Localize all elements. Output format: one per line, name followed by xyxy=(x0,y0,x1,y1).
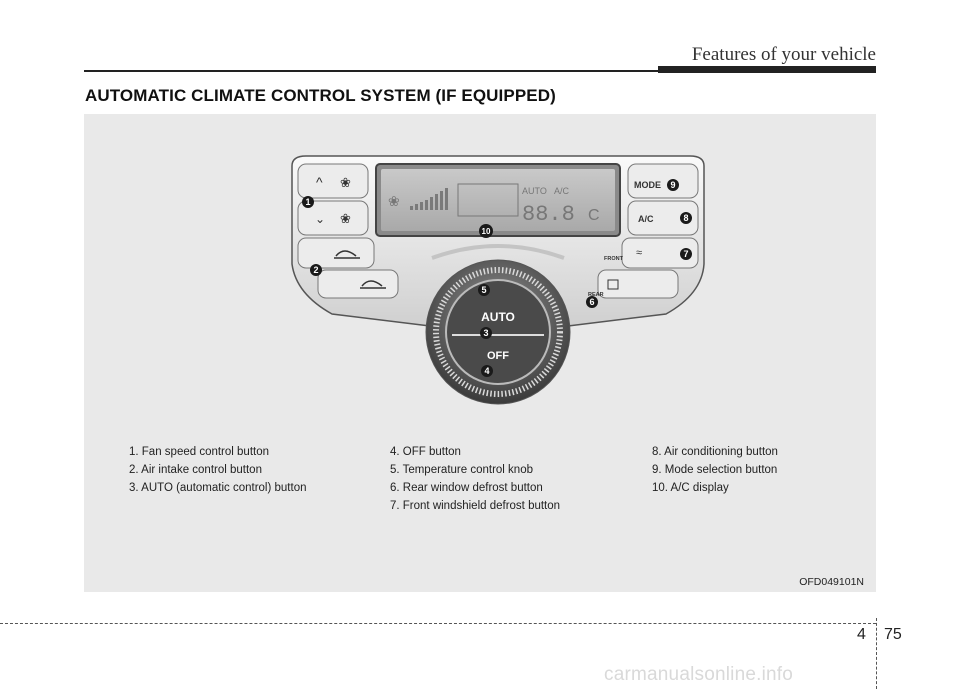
svg-text:2: 2 xyxy=(313,265,318,275)
legend-item: 1. Fan speed control button xyxy=(129,446,270,458)
display-airflow-box xyxy=(457,183,519,217)
fan-up-icon: ^ xyxy=(316,174,323,190)
svg-text:4: 4 xyxy=(484,366,489,376)
svg-text:8: 8 xyxy=(683,213,688,223)
off-label: OFF xyxy=(487,350,509,362)
front-label: FRONT xyxy=(604,256,624,262)
recirculate-button xyxy=(297,237,375,269)
fan-down-fan-icon: ❀ xyxy=(340,211,351,226)
legend-item: 6. Rear window defrost button xyxy=(390,482,543,494)
ac-label: A/C xyxy=(638,214,654,224)
legend-item: 4. OFF button xyxy=(390,446,461,458)
legend-item: 5. Temperature control knob xyxy=(390,464,533,476)
legend-column-2: 4. OFF button 5. Temperature control kno… xyxy=(390,443,560,515)
svg-text:1: 1 xyxy=(305,197,310,207)
legend-item: 9. Mode selection button xyxy=(652,464,778,476)
footer-divider xyxy=(876,618,877,689)
callout-6 xyxy=(586,296,598,308)
fan-down-icon: ⌄ xyxy=(315,212,325,226)
rear-defrost-button xyxy=(597,269,679,299)
chapter-number: 4 xyxy=(857,626,866,643)
svg-text:10: 10 xyxy=(482,227,491,236)
ac-button xyxy=(627,200,699,236)
callout-2 xyxy=(310,264,322,276)
callout-8 xyxy=(680,212,692,224)
callout-5 xyxy=(478,284,490,296)
legend-item: 3. AUTO (automatic control) button xyxy=(129,482,307,494)
legend-column-1: 1. Fan speed control button 2. Air intak… xyxy=(129,443,306,497)
fresh-air-icon xyxy=(360,280,386,289)
display-ac: A/C xyxy=(554,186,570,196)
display-unit: C xyxy=(588,207,600,224)
auto-off-button xyxy=(445,279,551,385)
watermark: carmanualsonline.info xyxy=(604,664,794,685)
callout-4 xyxy=(481,365,493,377)
callout-3 xyxy=(480,327,492,339)
display-temp: 88.8 xyxy=(522,202,575,227)
callout-10 xyxy=(479,224,493,238)
section-header: Features of your vehicle xyxy=(691,44,876,65)
callout-1 xyxy=(302,196,314,208)
front-defrost-button xyxy=(621,237,699,269)
fan-bar-graph xyxy=(410,188,448,210)
legend-item: 2. Air intake control button xyxy=(129,464,262,476)
fresh-air-button xyxy=(317,269,399,299)
svg-text:6: 6 xyxy=(589,297,594,307)
figure: ^ ❀ ⌄ ❀ MODE A/C FRONT REAR ≈ ❀ AUTO A/C… xyxy=(84,114,876,592)
svg-text:7: 7 xyxy=(683,249,688,259)
fan-up-fan-icon: ❀ xyxy=(340,175,351,190)
page-number: 75 xyxy=(884,626,902,643)
auto-label: AUTO xyxy=(481,310,515,324)
legend-item: 7. Front windshield defrost button xyxy=(390,500,561,512)
header-tab xyxy=(658,66,876,73)
front-defrost-icon: ≈ xyxy=(636,247,642,259)
fan-down-button xyxy=(297,200,369,236)
callouts: 1 2 3 4 5 6 7 8 9 10 xyxy=(302,179,692,377)
footer-rule xyxy=(0,623,876,624)
mode-label: MODE xyxy=(634,180,661,190)
svg-text:3: 3 xyxy=(483,328,488,338)
mode-button xyxy=(627,163,699,199)
fan-up-button xyxy=(297,163,369,199)
callout-9 xyxy=(667,179,679,191)
svg-text:9: 9 xyxy=(670,180,675,190)
page-title: AUTOMATIC CLIMATE CONTROL SYSTEM (IF EQU… xyxy=(85,86,556,105)
legend-column-3: 8. Air conditioning button 9. Mode selec… xyxy=(652,443,778,497)
callout-7 xyxy=(680,248,692,260)
header-rule xyxy=(84,70,876,72)
climate-panel-illustration: ^ ❀ ⌄ ❀ MODE A/C FRONT REAR ≈ ❀ AUTO A/C… xyxy=(291,155,705,405)
rear-defrost-icon xyxy=(607,279,619,290)
display-auto: AUTO xyxy=(522,186,547,196)
recirculate-icon xyxy=(334,250,360,259)
svg-text:5: 5 xyxy=(481,285,486,295)
legend-item: 8. Air conditioning button xyxy=(652,446,778,458)
display-fan-icon: ❀ xyxy=(388,193,400,209)
temp-scale-arc xyxy=(431,244,565,260)
figure-code: OFD049101N xyxy=(799,576,864,588)
rear-label: REAR xyxy=(588,292,604,298)
legend-item: 10. A/C display xyxy=(652,482,729,494)
